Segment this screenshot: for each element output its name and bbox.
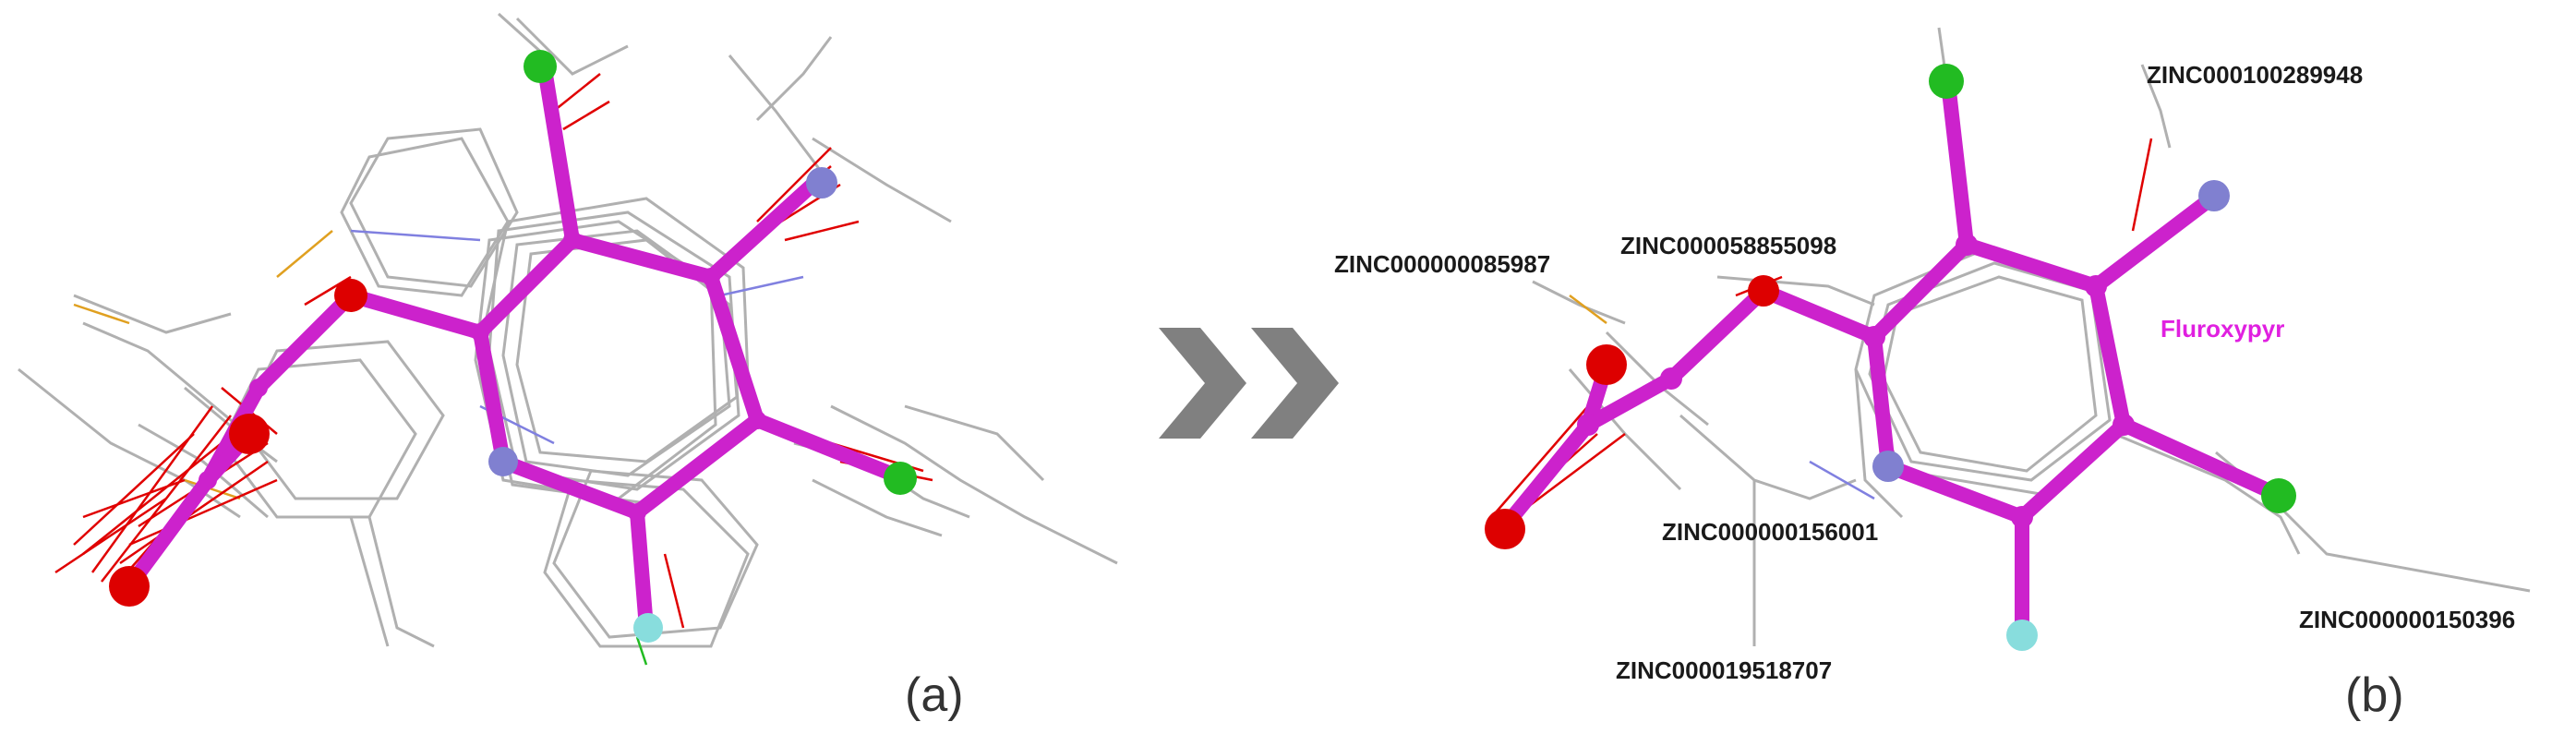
panel-a-oxygen-atom — [229, 414, 270, 454]
panel-a-nitrogen-atom — [488, 447, 518, 476]
panel-b-carbon-node — [1660, 367, 1682, 390]
panel-a-gray-wireframes — [18, 12, 1118, 648]
panel-a-red-lines — [54, 73, 933, 629]
panel-a-carbon-node — [628, 503, 646, 522]
panel-a-label: (a) — [905, 668, 964, 722]
panel-b-carbon-node — [1577, 414, 1599, 436]
panel-b-carbon-node — [1956, 234, 1978, 256]
zinc-label-58855098: ZINC000058855098 — [1620, 232, 1836, 259]
panel-b-carbon-node — [1863, 326, 1885, 348]
panel-a-carbon-node — [563, 231, 582, 249]
double-chevron-right-icon — [1159, 328, 1339, 439]
zinc-label-85987: ZINC000000085987 — [1334, 250, 1550, 278]
reference-ligand-label: Fluroxypyr — [2161, 315, 2284, 343]
panel-b-oxygen-atom — [1748, 275, 1779, 307]
panel-b-oxygen-atom — [1586, 344, 1627, 385]
panel-b-label: (b) — [2345, 668, 2404, 722]
panel-a-oxygen-atom — [334, 279, 367, 312]
panel-a-carbon-node — [199, 471, 217, 489]
panel-b-reference-ligand — [1498, 76, 2283, 640]
panel-a-carbon-node — [249, 379, 268, 397]
panel-b-fluorine-atom — [2006, 620, 2038, 651]
panel-b-nitrogen-atom — [1872, 451, 1904, 482]
panel-a-carbon-node — [748, 411, 766, 429]
panel-a-oxygen-atom — [109, 566, 150, 607]
panel-b-nitrogen-atom — [2198, 180, 2230, 211]
zinc-label-19518707: ZINC000019518707 — [1616, 656, 1832, 684]
panel-a-chlorine-atom — [524, 50, 557, 83]
zinc-label-150396: ZINC000000150396 — [2299, 606, 2515, 633]
panel-a-nitrogen-atom — [806, 167, 837, 199]
panel-a-carbon-node — [471, 323, 489, 342]
panel-b-gray-wireframes — [1532, 27, 2531, 646]
panel-b-carbon-node — [2011, 506, 2033, 528]
panel-a-chlorine-atom — [884, 462, 917, 495]
panel-a-overlay: (a) — [18, 12, 1118, 722]
zinc-label-156001: ZINC000000156001 — [1662, 518, 1878, 546]
panel-a-carbon-node — [702, 268, 720, 286]
panel-b-chlorine-atom — [2261, 478, 2296, 513]
panel-b-chlorine-atom — [1929, 64, 1964, 99]
zinc-label-100289948: ZINC000100289948 — [2147, 61, 2363, 89]
panel-b-colored-lines — [1495, 138, 2153, 518]
panel-a-reference-ligand — [122, 62, 903, 635]
panel-b-carbon-node — [2085, 275, 2107, 297]
panel-b-carbon-node — [2113, 414, 2135, 436]
panel-a-colored-lines — [73, 229, 804, 666]
panel-b-overlay: Fluroxypyr ZINC000100289948 ZINC00000008… — [1334, 27, 2531, 722]
panel-a-atoms — [109, 50, 917, 643]
panel-b-oxygen-atom — [1485, 509, 1525, 549]
panel-a-fluorine-atom — [633, 613, 663, 643]
panel-b-atoms — [1485, 64, 2296, 651]
